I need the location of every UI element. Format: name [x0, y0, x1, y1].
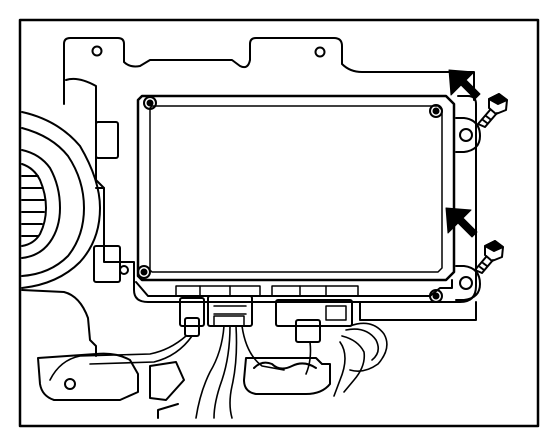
electronic-module: [135, 94, 456, 297]
module-screw-bottom-right: [429, 289, 443, 303]
module-screw-top-left: [143, 96, 157, 110]
module-screw-bottom-left: [137, 265, 151, 279]
harness-connector-center: [207, 295, 253, 327]
lower-chassis: [37, 352, 331, 419]
lower-chassis-hole: [64, 378, 76, 390]
mounting-ear-upper: [455, 117, 481, 153]
module-screw-top-right: [429, 104, 443, 118]
mounting-plate: [95, 95, 477, 303]
upper-bracket: [63, 37, 475, 105]
bolt: [477, 93, 508, 128]
wiring-harness: [49, 322, 388, 419]
upper-bracket-inner-edge: [65, 77, 97, 103]
bracket-hole-1: [91, 45, 103, 57]
removal-arrow: [448, 69, 481, 100]
bracket-hole-2: [314, 46, 326, 58]
diagram-frame: [18, 18, 540, 428]
speaker-assembly: [21, 111, 101, 289]
mounting-ear-lower-hole: [459, 276, 473, 290]
plate-hole-left: [119, 265, 129, 275]
lower-plate-edge: [21, 289, 97, 357]
module-base-rail: [135, 279, 453, 297]
connector-strip: [175, 285, 359, 297]
mounting-ear-upper-hole: [459, 128, 473, 142]
bolt: [474, 240, 504, 274]
plate-tab-lower-left: [93, 245, 121, 283]
removal-arrow: [445, 207, 478, 238]
mounting-ear-lower: [455, 265, 481, 301]
plate-right-lower-edge: [359, 301, 477, 321]
harness-connector-right: [275, 299, 353, 343]
harness-connector-left: [179, 297, 205, 337]
plate-tab-left: [95, 121, 119, 159]
